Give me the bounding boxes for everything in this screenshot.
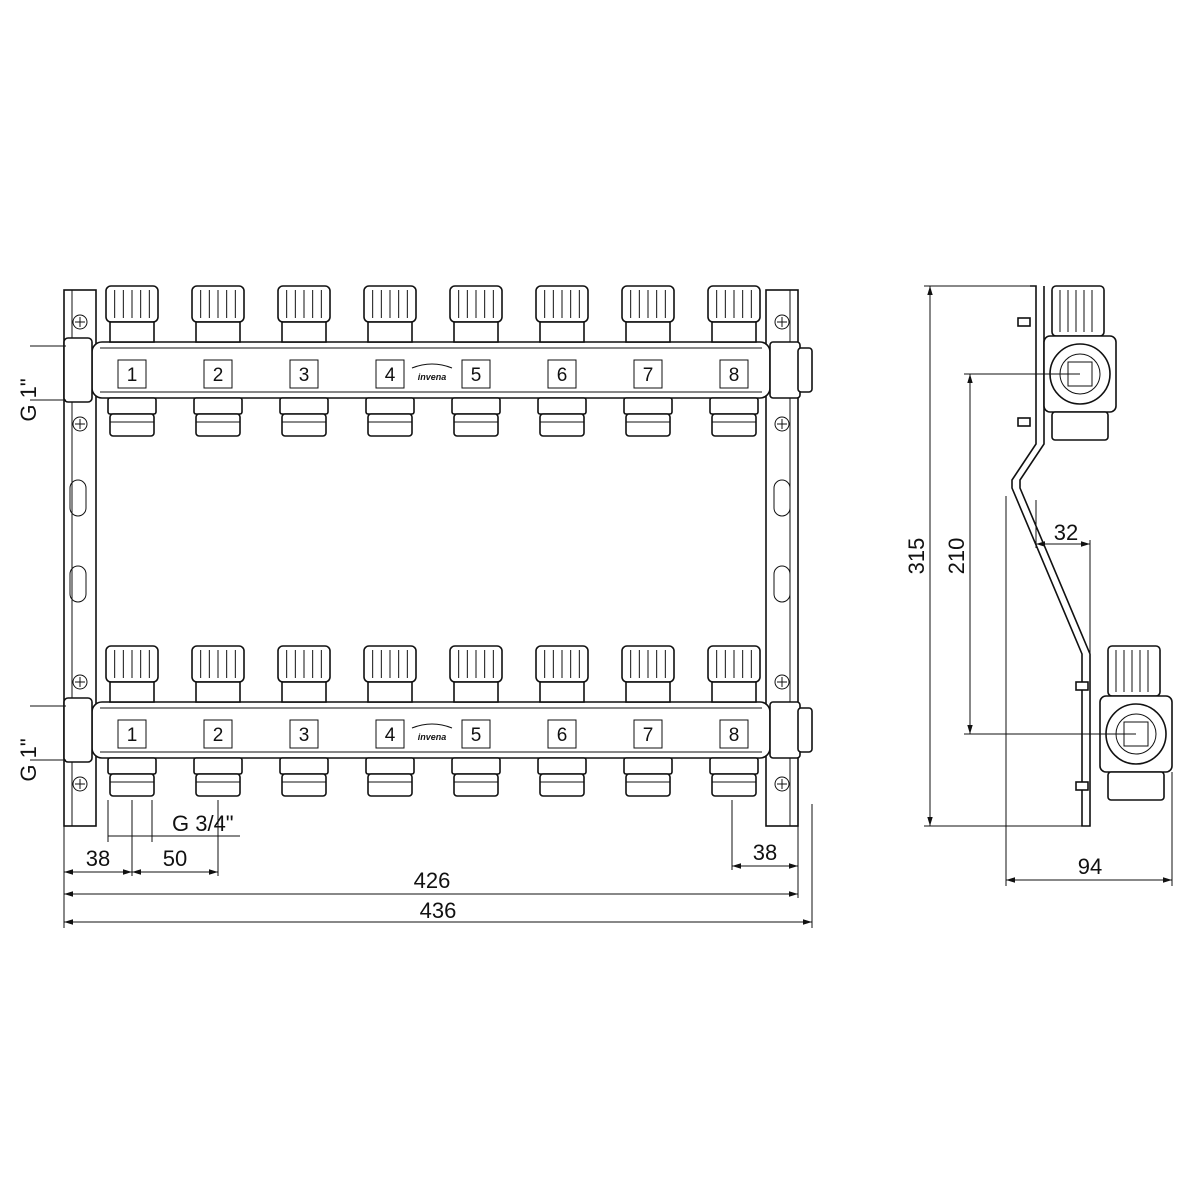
port-1: 1 bbox=[105, 645, 159, 797]
dim-total-length: 436 bbox=[420, 898, 457, 923]
thread-label-outlet: G 3/4" bbox=[172, 811, 234, 836]
port-number-label: 3 bbox=[299, 365, 310, 386]
port-number-label: 4 bbox=[385, 725, 396, 746]
dim-height-total: 315 bbox=[904, 538, 929, 575]
port-number-label: 5 bbox=[471, 365, 482, 386]
port-5: 5 bbox=[449, 285, 503, 437]
port-2: 2 bbox=[191, 285, 245, 437]
port-number-label: 7 bbox=[643, 725, 654, 746]
side-top-manifold bbox=[1017, 285, 1117, 441]
manifold-bottom: 1 2 3 4 5 6 7 8 invena bbox=[63, 645, 813, 797]
dim-depth-total: 94 bbox=[1078, 854, 1102, 879]
port-7: 7 bbox=[621, 285, 675, 437]
port-1: 1 bbox=[105, 285, 159, 437]
port-number-label: 1 bbox=[127, 365, 138, 386]
port-number-label: 7 bbox=[643, 365, 654, 386]
side-view: 315 210 32 94 bbox=[904, 285, 1173, 886]
port-3: 3 bbox=[277, 645, 331, 797]
port-2: 2 bbox=[191, 645, 245, 797]
port-number-label: 6 bbox=[557, 365, 568, 386]
port-number-label: 6 bbox=[557, 725, 568, 746]
dim-end-offset-right: 38 bbox=[753, 840, 777, 865]
port-5: 5 bbox=[449, 645, 503, 797]
port-8: 8 bbox=[707, 645, 761, 797]
dim-manifold-spacing: 210 bbox=[944, 538, 969, 575]
port-number-label: 1 bbox=[127, 725, 138, 746]
brand-logo: invena bbox=[418, 372, 447, 382]
port-3: 3 bbox=[277, 285, 331, 437]
manifold-top: 1 2 3 4 5 6 7 8 invena bbox=[63, 285, 813, 437]
port-number-label: 8 bbox=[729, 365, 740, 386]
dim-end-offset-left: 38 bbox=[86, 846, 110, 871]
port-7: 7 bbox=[621, 645, 675, 797]
port-4: 4 bbox=[363, 645, 417, 797]
port-6: 6 bbox=[535, 285, 589, 437]
port-4: 4 bbox=[363, 285, 417, 437]
port-8: 8 bbox=[707, 285, 761, 437]
port-number-label: 2 bbox=[213, 365, 224, 386]
dim-offset-depth: 32 bbox=[1054, 520, 1078, 545]
port-number-label: 2 bbox=[213, 725, 224, 746]
port-number-label: 5 bbox=[471, 725, 482, 746]
port-number-label: 3 bbox=[299, 725, 310, 746]
brand-logo: invena bbox=[418, 732, 447, 742]
dim-outlet-pitch: 50 bbox=[163, 846, 187, 871]
port-number-label: 4 bbox=[385, 365, 396, 386]
port-number-label: 8 bbox=[729, 725, 740, 746]
dim-rail-length: 426 bbox=[414, 868, 451, 893]
port-6: 6 bbox=[535, 645, 589, 797]
